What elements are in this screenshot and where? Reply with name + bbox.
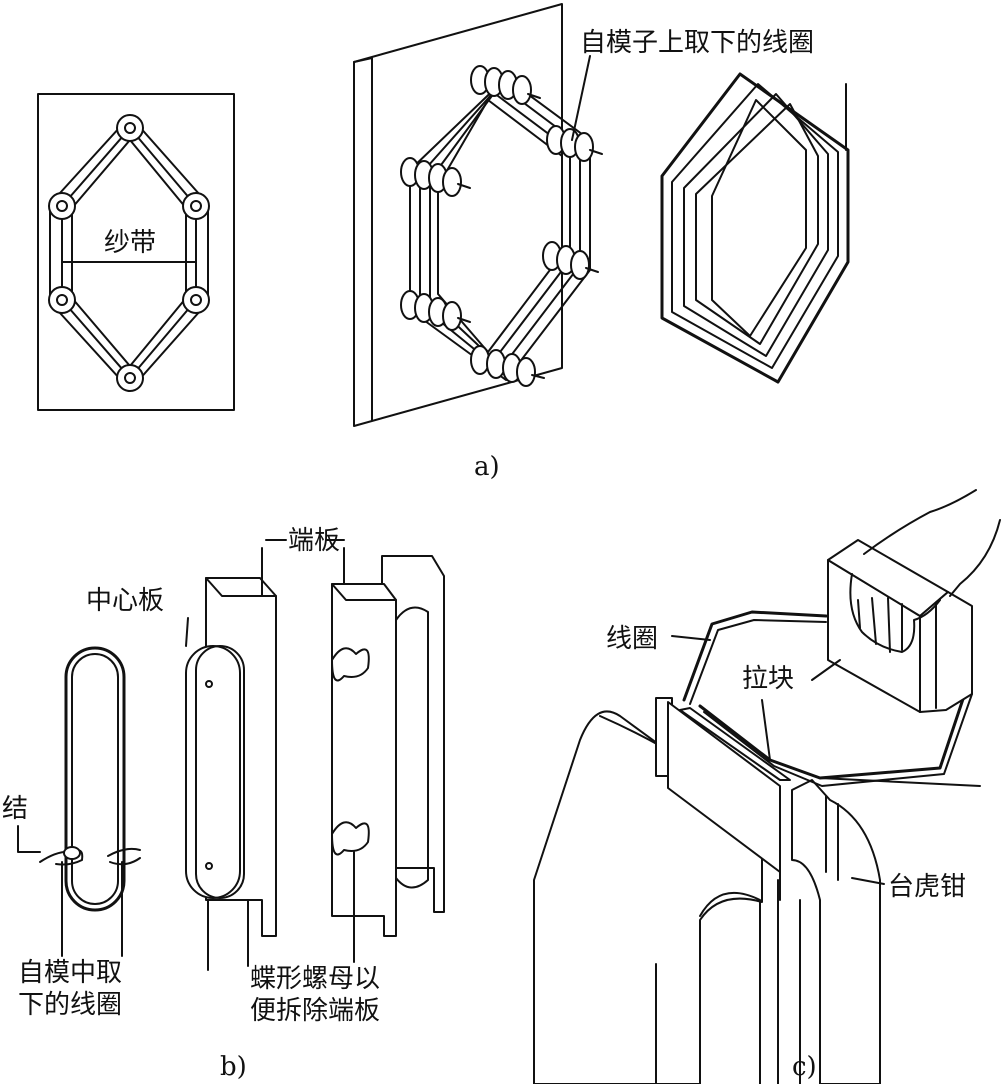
coil-label-c: 线圈 xyxy=(606,624,659,654)
yarn-tape-label: 纱带 xyxy=(102,228,159,258)
peg-pin xyxy=(457,93,603,379)
former-peg xyxy=(48,114,210,392)
panel-b-loose-coil xyxy=(17,646,141,957)
wing-nut xyxy=(331,647,370,856)
knot-label: 结 xyxy=(2,794,29,824)
wing-nut-label-line2: 便拆除端板 xyxy=(250,996,381,1026)
caption-b: b) xyxy=(220,1052,247,1082)
hand xyxy=(849,489,1001,653)
removed-coil-label-b-line2: 下的线圈 xyxy=(18,990,123,1020)
vise-label: 台虎钳 xyxy=(888,872,967,902)
vise-jaw-right xyxy=(791,779,881,1084)
end-plate-label: 端板 xyxy=(288,526,341,556)
knot xyxy=(39,846,141,866)
panel-b-center-plate-former xyxy=(185,547,277,971)
peg-stack xyxy=(400,65,594,387)
removed-coil-label-a: 自模子上取下的线圈 xyxy=(580,28,815,58)
removed-coil-label-b-line1: 自模中取 xyxy=(18,958,123,988)
center-plate xyxy=(185,645,241,899)
panel-a-removed-coil xyxy=(660,72,850,384)
pull-block-label: 拉块 xyxy=(742,664,795,694)
caption-c: c) xyxy=(792,1052,817,1082)
panel-c-vise xyxy=(533,489,1001,1084)
center-plate-label: 中心板 xyxy=(86,586,165,616)
panel-a-peg-former xyxy=(353,3,603,427)
coil-on-vise xyxy=(682,610,981,787)
flat-former-board xyxy=(37,93,235,411)
panel-a-flat-former xyxy=(37,93,235,411)
end-plate-front xyxy=(331,583,397,937)
wing-nut-label-line1: 蝶形螺母以 xyxy=(250,964,381,994)
panel-b-bolted-former xyxy=(331,547,445,963)
caption-a: a) xyxy=(474,452,500,482)
pull-block xyxy=(827,539,973,713)
peg-former-board xyxy=(353,3,563,427)
leader-line xyxy=(571,55,591,141)
